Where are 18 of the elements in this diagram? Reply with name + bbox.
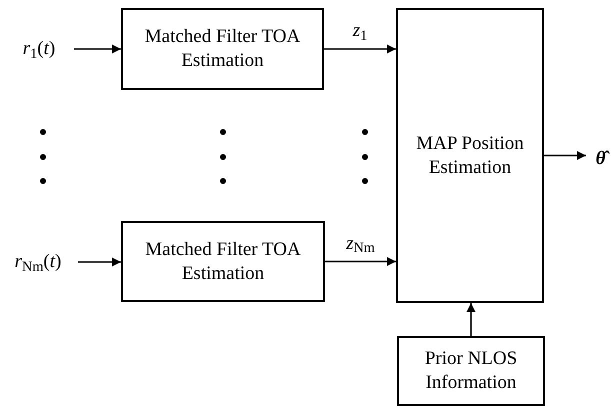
process-box [396,8,544,303]
box-text: Matched Filter TOA Estimation [144,238,302,286]
signal-label: θ̂ [590,144,611,174]
signal-label: r$_{1}$(t) [8,34,70,64]
arrow [74,44,121,54]
arrow [324,44,396,54]
box-text: Matched Filter TOA Estimation [144,25,302,73]
box-text: MAP Position Estimation [415,132,525,180]
process-box [121,8,324,90]
signal-label: r$_{N}$$_{m}$(t) [2,247,74,277]
arrow [325,257,396,266]
arrow [466,303,476,336]
box-text: Prior NLOS Information [424,347,518,395]
edge-label: z$_{1}$ [352,21,368,40]
process-box [121,221,325,302]
process-box [397,336,545,406]
arrow [544,151,586,160]
arrow [78,258,121,266]
